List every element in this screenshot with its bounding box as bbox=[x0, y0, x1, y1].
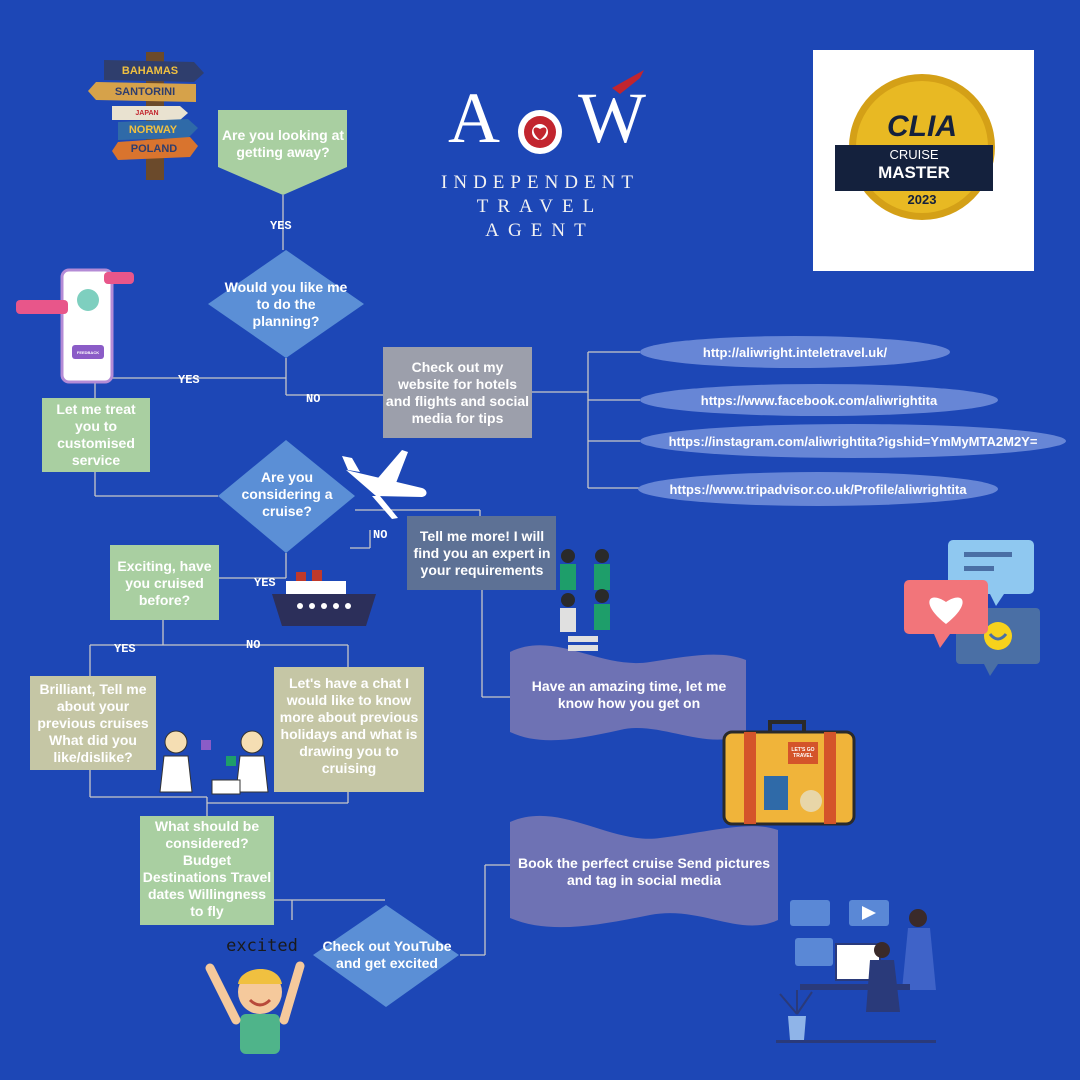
treat-node-shape bbox=[42, 398, 150, 472]
youtube-node-shape bbox=[313, 905, 459, 1007]
signpost-bahamas: BAHAMAS bbox=[121, 64, 179, 77]
cruise-node-shape bbox=[218, 440, 355, 553]
edge-yes-planning: YES bbox=[178, 373, 200, 387]
book-node-shape bbox=[510, 815, 778, 928]
facebook-link[interactable]: https://www.facebook.com/aliwrightita bbox=[700, 392, 938, 408]
signpost-japan: JAPAN bbox=[135, 109, 159, 117]
edge-no-cruise: NO bbox=[373, 528, 388, 542]
brilliant-label: Brilliant, Tell me about your previous c… bbox=[37, 680, 149, 765]
phone-illustration bbox=[16, 268, 134, 384]
chat-node-shape bbox=[274, 667, 424, 792]
cruised-before-node-shape bbox=[110, 545, 219, 620]
considered-label: What should be considered? Budget Destin… bbox=[142, 818, 272, 919]
brand-line-1: INDEPENDENT bbox=[441, 172, 639, 193]
brand-line-2: TRAVEL bbox=[476, 196, 604, 217]
website-label: Check out my website for hotels and flig… bbox=[385, 359, 530, 426]
connector-lines bbox=[89, 195, 640, 956]
brilliant-node-shape bbox=[30, 676, 156, 770]
tell-more-label: Tell me more! I will find you an expert … bbox=[413, 527, 551, 578]
signpost-norway: NORWAY bbox=[128, 123, 178, 136]
edge-no-cruised-before: NO bbox=[246, 638, 261, 652]
edge-yes-cruised-before: YES bbox=[114, 642, 136, 656]
instagram-link[interactable]: https://instagram.com/aliwrightita?igshi… bbox=[668, 433, 1038, 449]
youtube-label: Check out YouTube and get excited bbox=[322, 938, 452, 971]
ship-illustration bbox=[272, 570, 376, 626]
excited-kid-illustration bbox=[205, 961, 305, 1054]
kid-excited-label: excited bbox=[226, 935, 298, 956]
tell-more-node-shape bbox=[407, 516, 556, 590]
chat-bubbles-illustration bbox=[904, 540, 1040, 676]
considered-node-shape bbox=[140, 816, 274, 925]
luggage-sticker: LET'S GO TRAVEL bbox=[791, 747, 815, 759]
clia-badge-line2: MASTER bbox=[878, 162, 950, 182]
tripadvisor-link[interactable]: https://www.tripadvisor.co.uk/Profile/al… bbox=[669, 481, 967, 497]
clia-badge-year: 2023 bbox=[907, 191, 937, 207]
website-node-shape bbox=[383, 347, 532, 438]
svg-text:W: W bbox=[578, 78, 646, 158]
clia-badge-brand: CLIA bbox=[887, 109, 957, 143]
workstation-illustration bbox=[776, 900, 936, 1043]
signpost-illustration bbox=[88, 52, 204, 180]
signpost-poland: POLAND bbox=[130, 142, 178, 155]
support-team-illustration bbox=[159, 730, 269, 795]
cruised-before-label: Exciting, have you cruised before? bbox=[117, 557, 212, 608]
signpost-santorini: SANTORINI bbox=[114, 85, 176, 98]
book-label: Book the perfect cruise Send pictures an… bbox=[517, 855, 771, 888]
people-illustration bbox=[560, 549, 610, 651]
phone-feedback-button: FEEDBACK bbox=[76, 349, 100, 355]
amazing-node-shape bbox=[510, 645, 746, 741]
aw-logo: A W bbox=[448, 70, 646, 158]
planning-node-shape bbox=[208, 250, 364, 358]
clia-badge-line1: CRUISE bbox=[889, 146, 939, 162]
luggage-illustration bbox=[722, 720, 856, 826]
brand-line-3: AGENT bbox=[485, 220, 595, 241]
edge-yes-cruise: YES bbox=[254, 576, 276, 590]
cruise-label: Are you considering a cruise? bbox=[241, 468, 333, 519]
link-pills bbox=[638, 336, 1066, 506]
chat-label: Let's have a chat I would like to know m… bbox=[279, 675, 419, 776]
airplane-illustration bbox=[342, 450, 427, 519]
edge-yes-getting-away: YES bbox=[270, 219, 292, 233]
svg-text:A: A bbox=[448, 78, 500, 158]
planning-label: Would you like me to do the planning? bbox=[224, 278, 348, 329]
edge-no-planning: NO bbox=[306, 392, 321, 406]
amazing-label: Have an amazing time, let me know how yo… bbox=[531, 678, 727, 711]
website-link[interactable]: http://aliwright.inteletravel.uk/ bbox=[702, 344, 888, 360]
getting-away-label: Are you looking at getting away? bbox=[221, 127, 345, 160]
treat-label: Let me treat you to customised service bbox=[56, 401, 136, 468]
getting-away-node-shape bbox=[218, 110, 347, 195]
clia-badge bbox=[813, 50, 1034, 271]
